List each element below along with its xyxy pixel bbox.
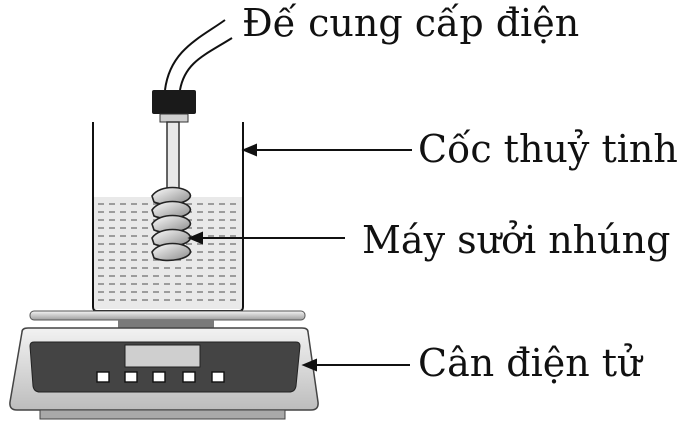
power-cable: [164, 19, 233, 91]
label-immersion-heater: Máy sưởi nhúng: [362, 218, 670, 262]
scale-button: [96, 371, 110, 383]
scale-button: [211, 371, 225, 383]
arrow-scale-head: [301, 358, 317, 372]
scale-buttons: [96, 371, 225, 383]
scale-plate-support: [118, 320, 214, 328]
scale-button: [124, 371, 138, 383]
heater-coil: [151, 186, 191, 262]
pointer-arrows: [187, 143, 412, 372]
heater-rod: [166, 121, 180, 193]
arrow-beaker-head: [241, 143, 257, 157]
power-connector: [152, 90, 196, 114]
scale-base: [39, 409, 286, 420]
scale-button: [152, 371, 166, 383]
label-glass-beaker: Cốc thuỷ tinh: [418, 127, 678, 171]
scale-plate: [29, 310, 306, 321]
heater-collar: [159, 113, 189, 123]
label-power-supply: Đế cung cấp điện: [242, 1, 579, 45]
scale-button: [182, 371, 196, 383]
coil-turn: [151, 242, 191, 262]
display-screen: [124, 344, 201, 368]
label-electronic-scale: Cân điện tử: [418, 341, 644, 385]
arrow-heater-head: [187, 231, 203, 245]
